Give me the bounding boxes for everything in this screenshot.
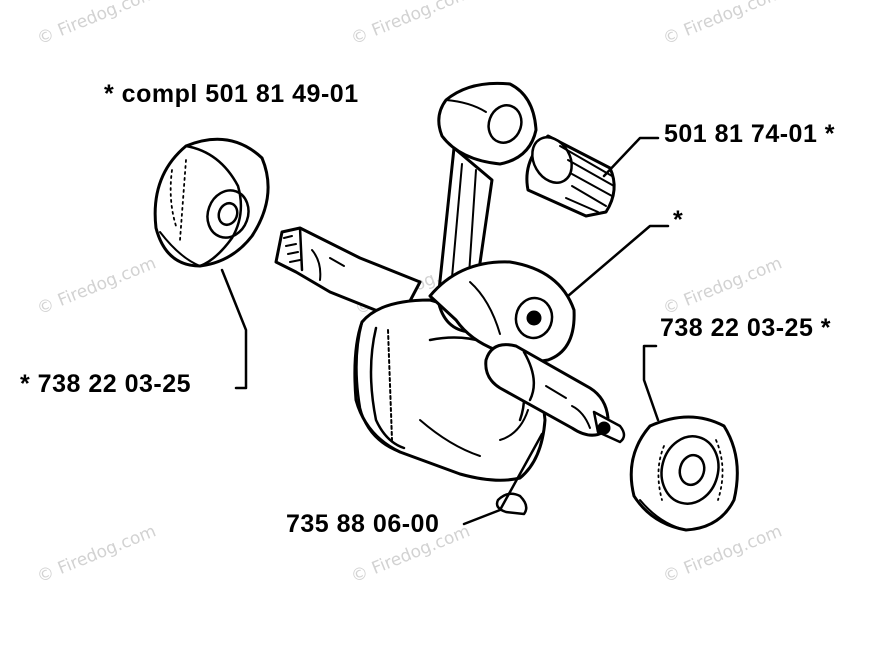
left-ball-bearing [153, 137, 270, 268]
kit-part-number: * compl 501 81 49-01 [104, 80, 359, 108]
leader-key [462, 432, 544, 526]
left-bearing-part-number: * 738 22 03-25 [20, 370, 192, 398]
right-bearing-part-number: 738 22 03-25 * [660, 314, 832, 342]
right-crank-journal [484, 343, 626, 444]
leader-lines [220, 136, 670, 526]
needle-bearing-part-number: 501 81 74-01 * [664, 120, 836, 148]
leader-right-bearing [642, 344, 660, 422]
leader-crankshaft [566, 224, 670, 298]
woodruff-key [495, 492, 528, 516]
connecting-rod [428, 81, 576, 364]
leader-left-bearing [220, 268, 248, 390]
needle-bearing [525, 134, 616, 218]
leader-needle-bearing [602, 136, 660, 178]
right-ball-bearing [629, 415, 739, 532]
left-crank-journal [274, 226, 422, 322]
key-part-number: 735 88 06-00 [286, 510, 440, 538]
crankshaft-marker: * [673, 206, 684, 234]
